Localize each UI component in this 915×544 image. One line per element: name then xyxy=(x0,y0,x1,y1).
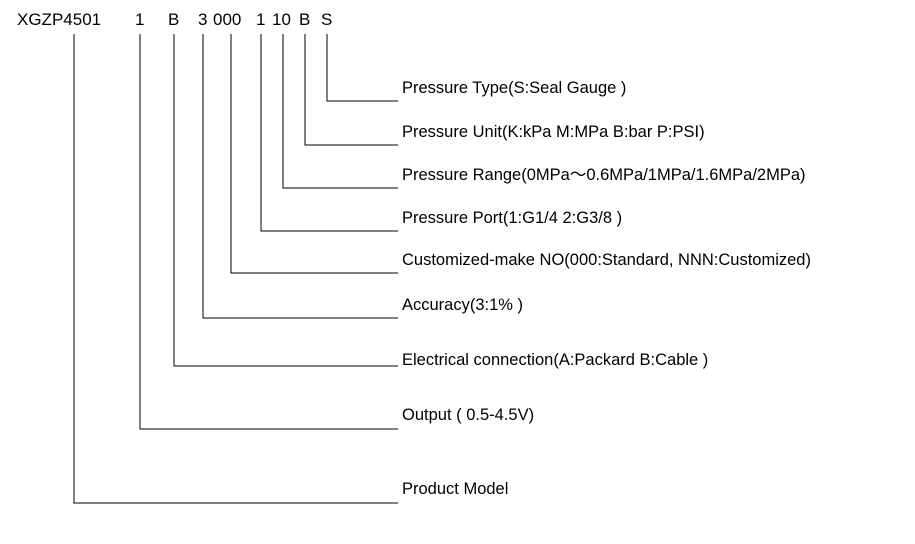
code-unit: B xyxy=(299,10,311,29)
label-electrical: Electrical connection(A:Packard B:Cable … xyxy=(402,351,709,369)
label-pressure-port: Pressure Port(1:G1/4 2:G3/8 ) xyxy=(402,209,623,227)
connector-pressure-range xyxy=(282,34,398,189)
connector-pressure-unit xyxy=(304,34,398,146)
code-output: 1 xyxy=(135,10,145,29)
label-pressure-range: Pressure Range(0MPa～0.6MPa/1MPa/1.6MPa/2… xyxy=(402,166,806,184)
connector-pressure-port xyxy=(260,34,398,232)
connector-output xyxy=(139,34,398,430)
connector-product-model xyxy=(73,34,398,504)
label-accuracy: Accuracy(3:1% ) xyxy=(402,296,524,314)
label-pressure-unit: Pressure Unit(K:kPa M:MPa B:bar P:PSI) xyxy=(402,123,705,141)
label-output: Output ( 0.5-4.5V) xyxy=(402,406,535,424)
code-electrical: B xyxy=(168,10,180,29)
code-accuracy: 3 xyxy=(198,10,208,29)
code-port: 1 xyxy=(256,10,266,29)
label-pressure-type: Pressure Type(S:Seal Gauge ) xyxy=(402,79,627,97)
code-type: S xyxy=(321,10,333,29)
code-range: 10 xyxy=(272,10,291,29)
code-model: XGZP4501 xyxy=(17,10,102,29)
connector-accuracy xyxy=(202,34,398,319)
label-product-model: Product Model xyxy=(402,480,509,498)
connector-customized xyxy=(230,34,398,274)
label-customized: Customized-make NO(000:Standard, NNN:Cus… xyxy=(402,251,811,269)
connector-electrical xyxy=(173,34,398,367)
connector-pressure-type xyxy=(326,34,398,102)
code-customized: 000 xyxy=(213,10,242,29)
